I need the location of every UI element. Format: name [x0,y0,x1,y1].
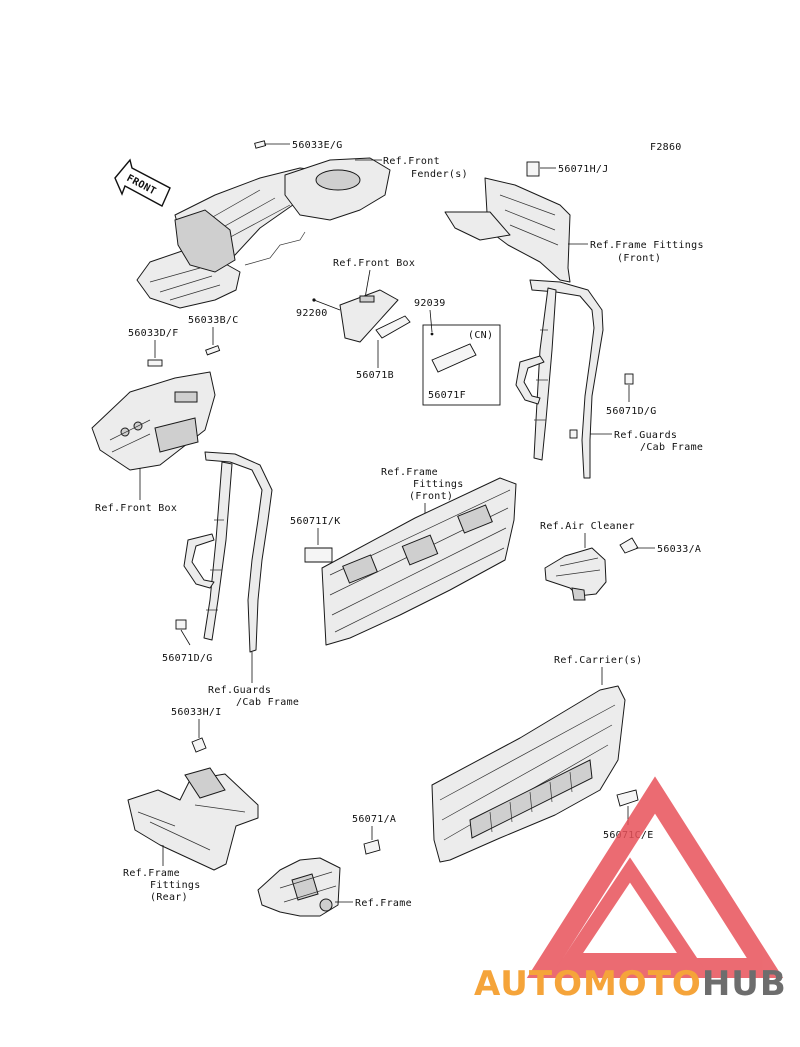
label-56071b: 56071B [356,370,394,381]
label-56071dg-left: 56071D/G [162,653,213,664]
decal-56071a [363,839,381,855]
label-ref-guards-left-1: Ref.Guards [208,685,271,696]
label-ref-frame-fittings-mid-3: (Front) [409,491,453,502]
label-56071f: 56071F [428,390,466,401]
decal-56071hj [526,161,540,177]
frame-fittings-front-top [444,161,571,283]
frame-fittings-front-panel [321,477,517,646]
decal-56071ce [616,789,639,807]
decal-56033hi [191,737,207,753]
label-cn: (CN) [468,330,493,341]
label-56071hj: 56071H/J [558,164,609,175]
automotohub-watermark-logo [526,776,784,978]
air-cleaner [544,547,607,601]
label-56071dg-right: 56071D/G [606,406,657,417]
front-arrow-icon: FRONT [114,158,171,207]
label-ref-air-cleaner: Ref.Air Cleaner [540,521,635,532]
front-fender-assembly [136,140,391,309]
decal-56033df [147,359,163,367]
decal-56071dg-right [624,373,634,385]
decal-56071b [375,315,411,339]
watermark-text: AUTOMOTOHUB [474,964,787,1004]
label-ref-front-fender-2: Fender(s) [411,169,468,180]
label-ref-frame-fittings-rear-3: (Rear) [150,892,188,903]
label-56071a: 56071/A [352,814,396,825]
decal-56033bc [205,345,221,356]
decal-56033eg [254,140,267,149]
label-ref-carriers: Ref.Carrier(s) [554,655,643,666]
label-56033eg: 56033E/G [292,140,343,151]
frame-fittings-rear [127,767,259,871]
decal-56071f [431,343,477,373]
label-ref-frame-fittings-front-2: (Front) [617,253,661,264]
label-ref-frame-fittings-mid-2: Fittings [413,479,464,490]
watermark-part1: AUTOMOTO [474,964,702,1004]
decal-56071ik [304,547,333,563]
carrier-tailgate [431,685,626,863]
label-ref-frame-fittings-rear-2: Fittings [150,880,201,891]
front-box-dash [91,371,216,471]
decal-56033a [619,537,639,554]
label-56033bc: 56033B/C [188,315,239,326]
cab-frame-guard-left [183,451,273,653]
decal-guard-right [569,429,578,439]
label-56033a: 56033/A [657,544,701,555]
label-ref-front-fender-1: Ref.Front [383,156,440,167]
label-ref-guards-right-1: Ref.Guards [614,430,677,441]
label-ref-frame-fittings-mid-1: Ref.Frame [381,467,438,478]
label-ref-frame: Ref.Frame [355,898,412,909]
label-ref-front-box-left: Ref.Front Box [95,503,177,514]
decal-56071dg-left [175,619,187,630]
watermark-part2: HUB [702,964,787,1004]
label-ref-frame-fittings-front-1: Ref.Frame Fittings [590,240,704,251]
label-ref-guards-left-2: /Cab Frame [236,697,299,708]
frame-bracket [257,857,341,917]
label-92200: 92200 [296,308,328,319]
label-56033df: 56033D/F [128,328,179,339]
label-ref-guards-right-2: /Cab Frame [640,442,703,453]
figure-code: F2860 [650,142,682,153]
label-56071ik: 56071I/K [290,516,341,527]
label-ref-front-box-top: Ref.Front Box [333,258,415,269]
cn-variant-box [422,324,501,406]
label-92039: 92039 [414,298,446,309]
front-box-lid [339,289,399,343]
label-56033hi: 56033H/I [171,707,222,718]
cab-frame-guard-right [515,279,604,479]
label-ref-frame-fittings-rear-1: Ref.Frame [123,868,180,879]
